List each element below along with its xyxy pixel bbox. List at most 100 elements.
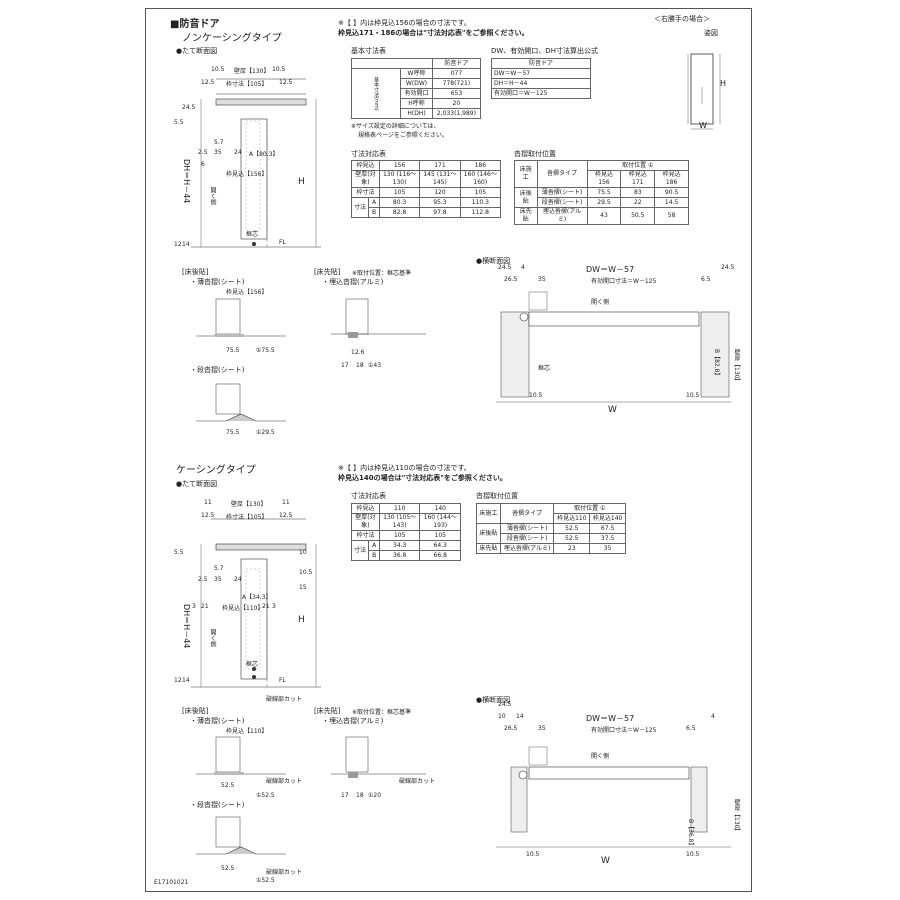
floor-after-label-2: [床後貼] (182, 707, 209, 715)
dim: 枠見込【156】 (226, 171, 268, 178)
corr2-cell: 64.3 (419, 540, 461, 551)
dim: 枠寸法【105】 (226, 81, 268, 88)
sill-table-title-2: 沓摺取付位置 (476, 492, 518, 500)
open-side-label: 開く側 (209, 187, 216, 205)
corr2-cell: 130 (105〜143) (378, 513, 421, 531)
dim: 11 (282, 499, 290, 506)
open-side-label-h2: 開く側 (591, 753, 610, 760)
corr2-header: 140 (419, 503, 461, 514)
corr2-cell: 壁厚(対象) (351, 513, 380, 531)
sill-cell: 29.5 (586, 197, 622, 208)
fl-label-2: FL (279, 677, 286, 684)
sill2-cell: 37.5 (589, 533, 626, 544)
corr-cell: 壁厚(対象) (351, 170, 380, 188)
corr2-cell: 105 (378, 530, 421, 541)
corr-cell: 枠寸法 (351, 187, 380, 198)
corr-header: 171 (419, 160, 461, 171)
sill2-cell: 床後貼 (476, 523, 501, 544)
dim: 3 (272, 603, 276, 610)
dim: ①52.5 (256, 877, 275, 884)
corr-cell: 160 (146〜160) (459, 170, 502, 188)
dim: 2.5 (198, 576, 208, 583)
vertical-section-diagram (191, 78, 321, 249)
sill-frame-label-2: 枠見込【110】 (226, 728, 268, 735)
note-156: ※【 】内は枠見込156の場合の寸法です。 (338, 19, 471, 27)
corr-cell: 120 (419, 187, 461, 198)
dim: 11 (204, 499, 212, 506)
basic-cell: 20 (431, 98, 482, 109)
sill2-cell: 埋込沓摺(アルミ) (499, 543, 555, 554)
corr2-cell: 66.8 (419, 550, 461, 561)
fl-label: FL (279, 239, 286, 246)
sill-cell: 22 (620, 197, 656, 208)
corr-cell: B (368, 207, 380, 218)
corr2-cell: 105 (419, 530, 461, 541)
dim: 12.5 (279, 79, 293, 86)
corr-header: 枠見込 (351, 160, 380, 171)
dim-W: W (608, 405, 617, 415)
basic-cell: W(DW) (400, 78, 433, 89)
sill-cell: 埋込沓摺(アルミ) (536, 207, 588, 225)
dim-open: 有効開口寸法＝W－125 (591, 278, 657, 285)
horizontal-section-diagram (496, 291, 731, 403)
corr-cell: 105 (459, 187, 502, 198)
dim: 10.5 (299, 569, 313, 576)
dim: 26.5 (504, 276, 518, 283)
corr2-cell: B (368, 550, 380, 561)
dim: 21 (201, 603, 209, 610)
door-elevation-diagram (687, 53, 721, 130)
sill-cell: 床後貼 (514, 187, 538, 208)
sill-table-title: 沓摺取付位置 (514, 150, 556, 158)
dim-W-2: W (601, 856, 610, 866)
corr2-cell: 160 (144〜193) (419, 513, 461, 531)
sill2-cell: 段沓摺(シート) (499, 533, 555, 544)
basic-cell: 653 (431, 88, 482, 99)
dim: 12 (174, 677, 182, 684)
dim: ①52.5 (256, 792, 275, 799)
dim: 18 (356, 362, 364, 369)
dim: 壁厚【130】 (231, 501, 267, 508)
dim: 壁厚【130】 (234, 68, 270, 75)
dim-DW: DW＝W－57 (586, 265, 635, 274)
corr2-group: 寸法 (350, 540, 370, 561)
cut-label: 破線部カット (399, 778, 436, 785)
size-note-2: 規格表ページをご参照ください。 (358, 132, 448, 139)
horizontal-section-label-2: ●横断面図 (476, 696, 511, 704)
elevation-H: H (720, 79, 727, 88)
sill-cell: 段沓摺(シート) (536, 197, 588, 208)
catalog-page: ■防音ドア ノンケーシングタイプ ※【 】内は枠見込156の場合の寸法です。 枠… (145, 8, 752, 892)
corr-cell: 145 (131〜145) (419, 170, 461, 188)
dim: ①75.5 (256, 347, 275, 354)
dim: 75.5 (226, 347, 240, 354)
corr-header: 156 (378, 160, 421, 171)
floor-after-label: [床後貼] (182, 268, 209, 276)
elevation-W: W (699, 121, 707, 130)
vertical-section-diagram-2 (191, 518, 321, 689)
sill-cell: 83 (620, 187, 656, 198)
sill2-col-floor: 床施工 (476, 503, 501, 524)
horizontal-section-label: ●横断面図 (476, 257, 511, 265)
sill-cell: 50.5 (620, 207, 656, 225)
dim: 2.5 (198, 149, 208, 156)
sill2-col-type: 沓摺タイプ (499, 503, 555, 524)
dim: 10.5 (686, 392, 700, 399)
embed-sill-label: ・埋込沓摺(アルミ) (322, 278, 384, 286)
basic-cell: 有効開口 (400, 88, 433, 99)
basic-group-label: 基本寸法(mm) (350, 68, 402, 119)
sill-col-floor: 床施工 (514, 160, 538, 188)
embed-sill-diagram (331, 298, 426, 338)
dim: 35 (538, 276, 546, 283)
dim: 15 (299, 584, 307, 591)
dim-DH: DH＝H－44 (182, 159, 191, 204)
corr-cell: A (368, 197, 380, 208)
section-subtitle: ノンケーシングタイプ (182, 33, 282, 44)
dim: 10 (498, 713, 506, 720)
core-label-2: 框芯 (246, 661, 259, 668)
dim: 18 (356, 792, 364, 799)
sill2-cell: 23 (553, 543, 591, 554)
dim: 12.5 (201, 512, 215, 519)
dim-B: B【82.8】 (713, 349, 720, 379)
dim-H-2: H (298, 615, 305, 625)
dim: 12.6 (351, 349, 365, 356)
